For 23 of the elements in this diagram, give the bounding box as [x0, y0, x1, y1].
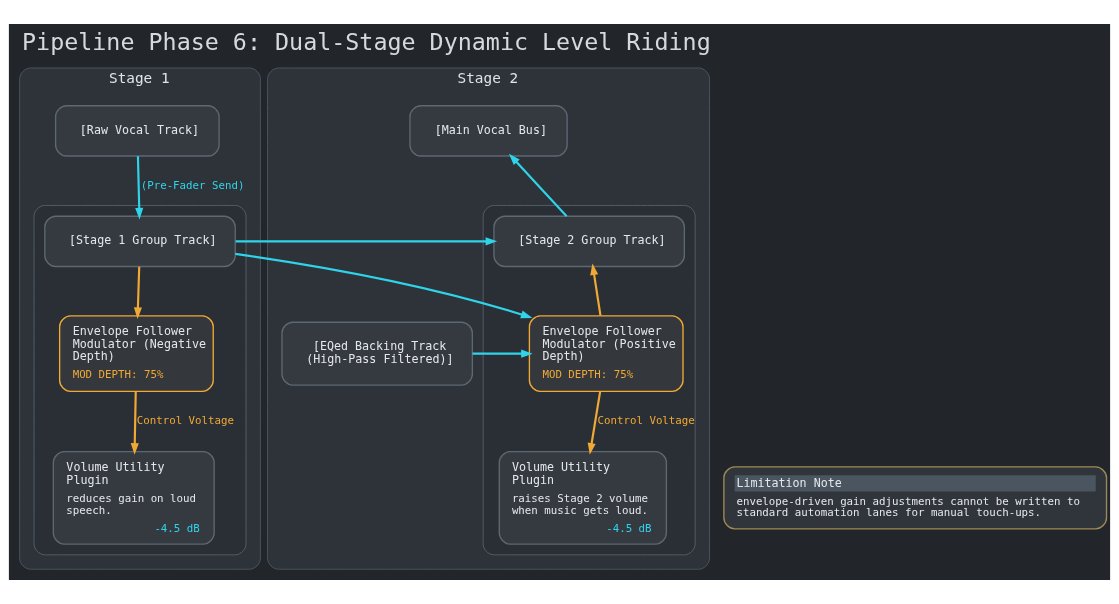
diagram-title: Pipeline Phase 6: Dual-Stage Dynamic Level Riding [22, 27, 711, 56]
arrow [508, 153, 568, 217]
edge-label: Control Voltage [597, 414, 695, 428]
arrow [133, 266, 142, 319]
edge-label: Control Voltage [136, 414, 235, 428]
arrow [590, 263, 602, 316]
arrow [235, 237, 498, 246]
arrow [235, 252, 533, 319]
node-box: Volume Utility Plugin raises Stage 2 volume when music gets loud. -4.5 dB [498, 450, 668, 545]
node-box: Envelope Follower Modulator (Negative Depth) MOD DEPTH: 75% [58, 315, 214, 393]
node-box: Limitation Note envelope-driven gain adjustments cannot be written to standard automation lanes for manual touch-ups. [723, 466, 1108, 530]
arrow [135, 156, 144, 220]
node-box: Volume Utility Plugin reduces gain on loud speech. -4.5 dB [52, 450, 215, 545]
arrow [472, 349, 533, 358]
node-box: [Stage 1 Group Track] [44, 215, 236, 268]
node-box: [EQed Backing Track (High-Pass Filtered)] [281, 321, 474, 386]
node-box: [Stage 2 Group Track] [493, 215, 686, 268]
node-box: [Main Vocal Bus] [409, 105, 568, 157]
arrow [587, 391, 602, 455]
edge-label: (Pre-Fader Send) [140, 178, 245, 192]
arrow [130, 391, 139, 455]
node-box: [Raw Vocal Track] [54, 105, 220, 157]
node-box: Envelope Follower Modulator (Positive Depth) MOD DEPTH: 75% [528, 315, 684, 393]
